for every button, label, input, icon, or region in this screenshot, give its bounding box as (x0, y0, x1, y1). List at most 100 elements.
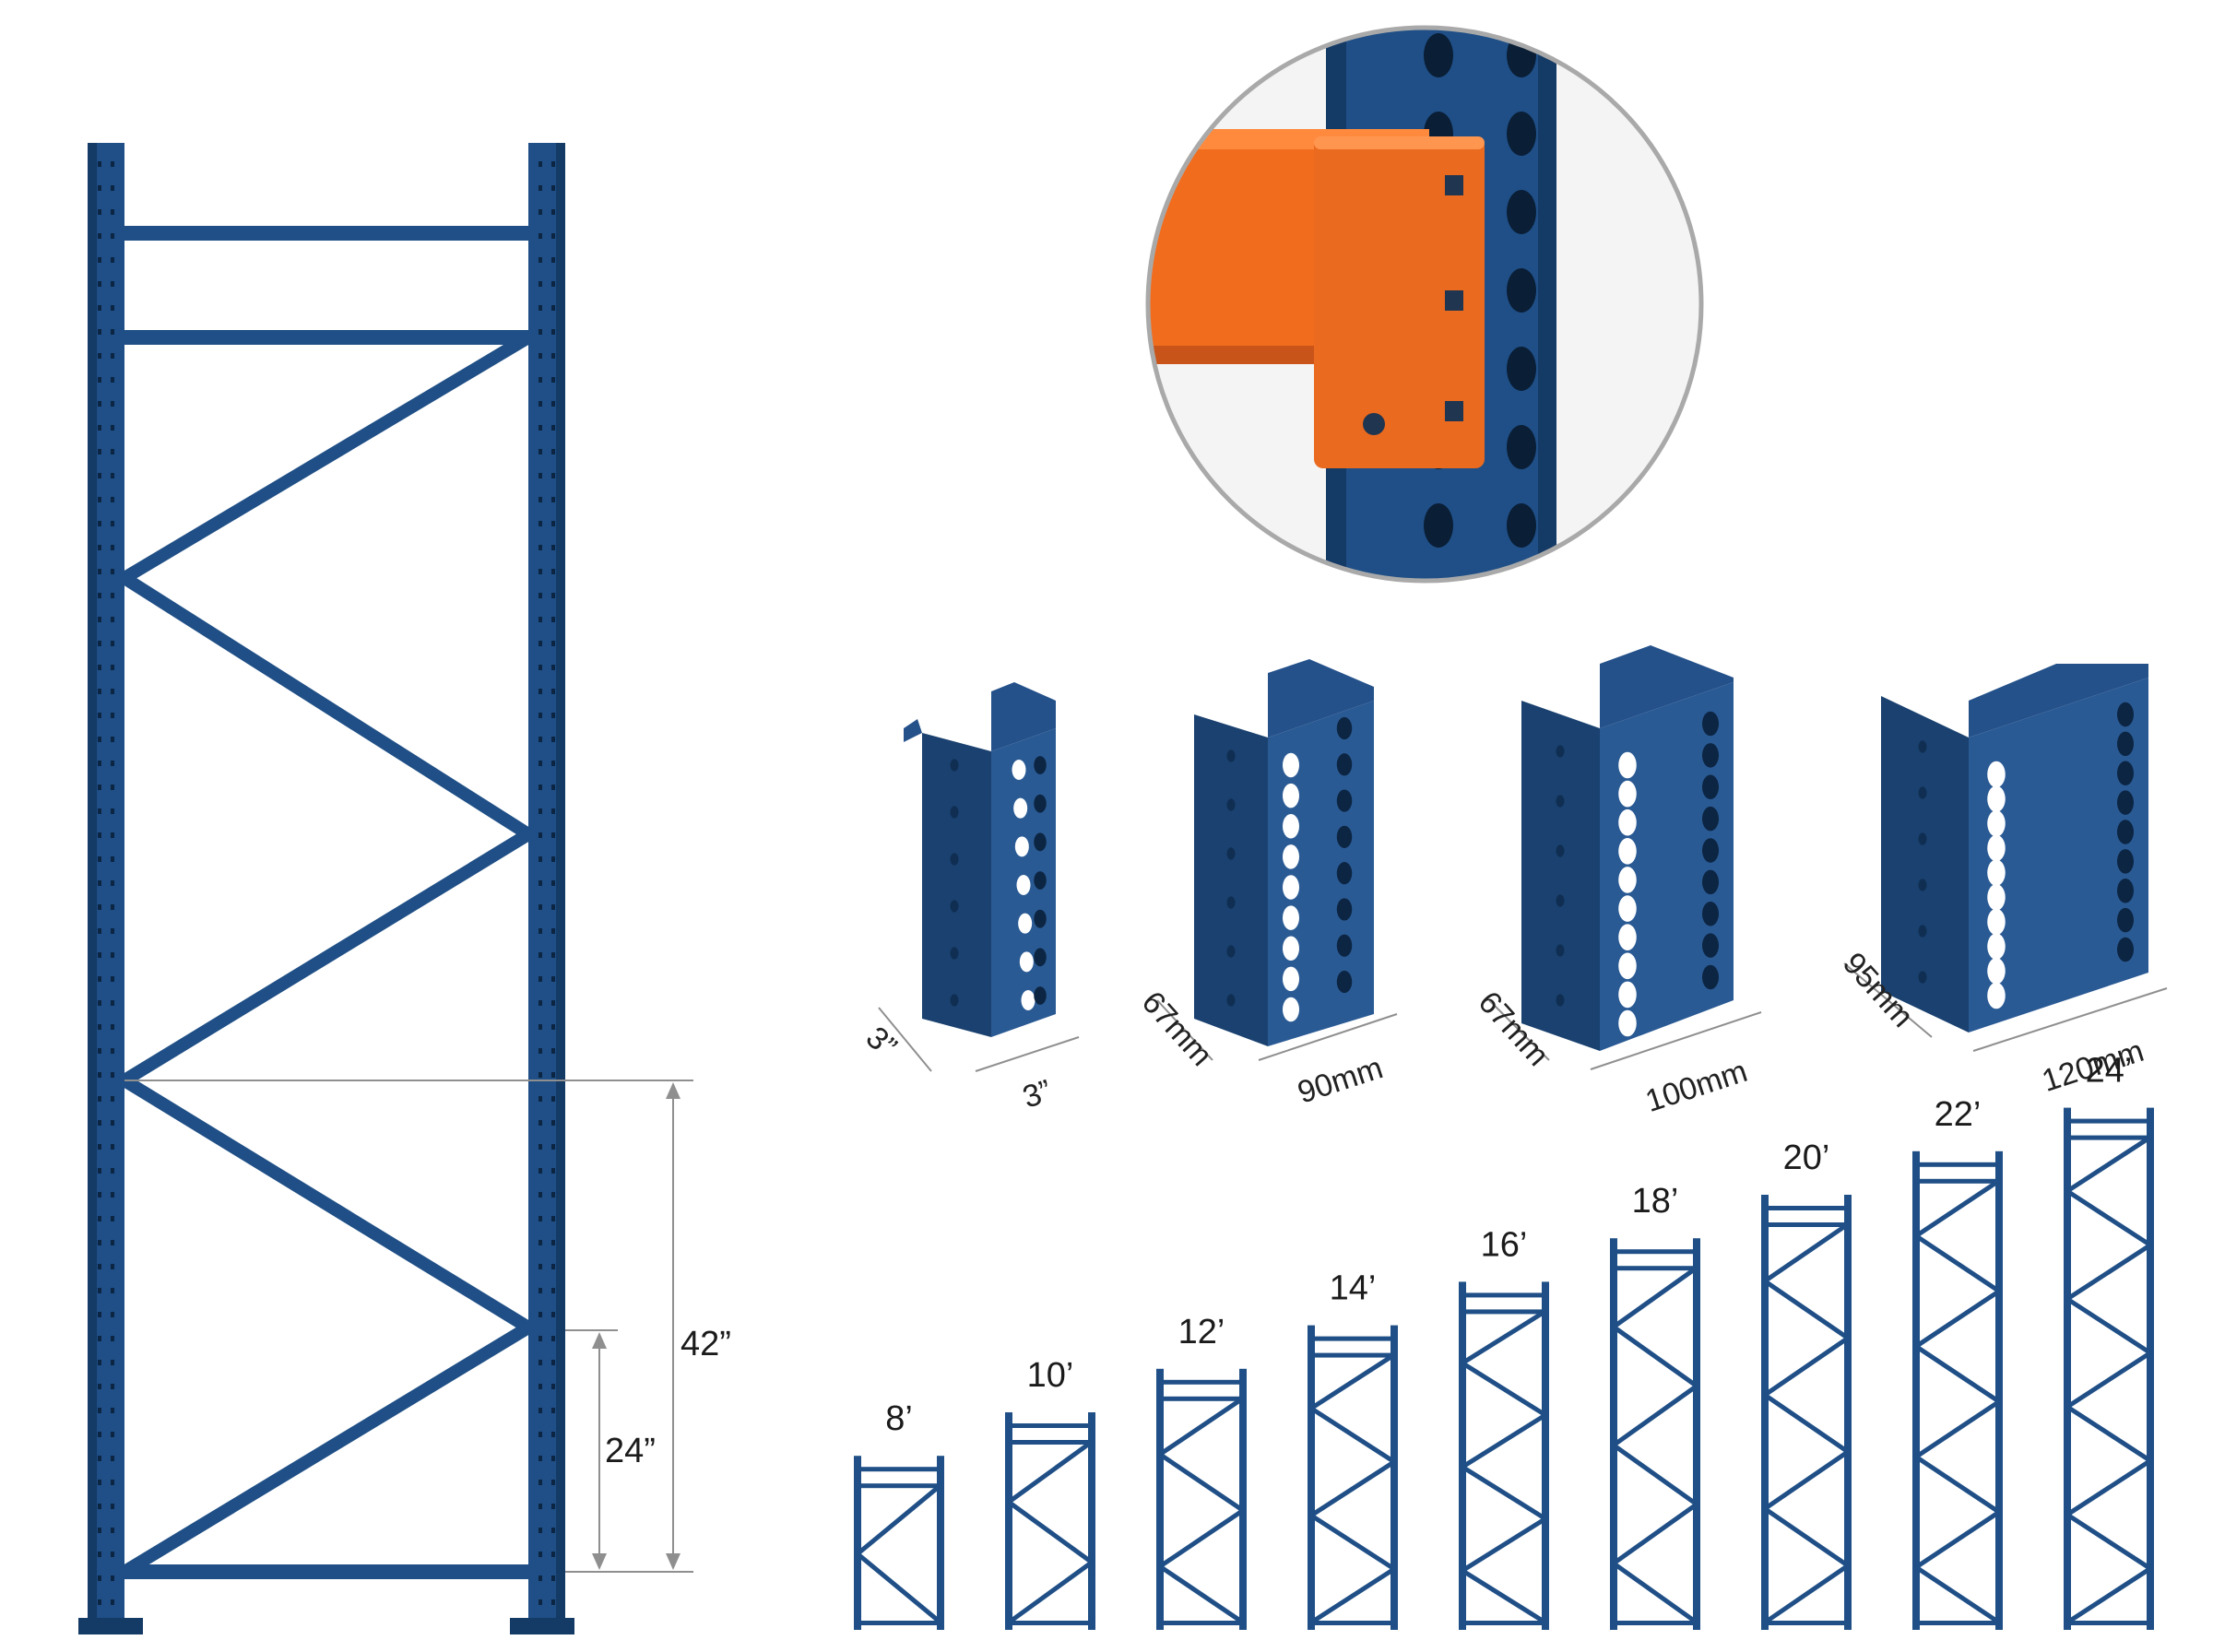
frame-brace (1160, 1396, 1243, 1401)
punch-hole (98, 1575, 101, 1581)
frame-upright (2064, 1107, 2071, 1630)
frame-diagonal (2065, 1404, 2152, 1463)
punch-hole (551, 1456, 555, 1461)
frame-diagonal (1461, 1309, 1547, 1365)
punch-hole (98, 545, 101, 550)
slot (1336, 789, 1353, 812)
punch-hole (98, 1096, 101, 1102)
punch-hole (111, 904, 114, 910)
height-frame-24: 24’ (2064, 1052, 2154, 1630)
slot (1336, 716, 1353, 740)
frame-brace (1311, 1352, 1394, 1358)
dimension-label-24: 24” (605, 1432, 656, 1470)
frame-upright (1693, 1238, 1700, 1630)
frame-diagonal (1914, 1510, 2001, 1570)
punch-hole (551, 425, 555, 431)
profile-side-slots (1336, 716, 1353, 994)
slot (1034, 948, 1047, 967)
frame-diagonal (1763, 1393, 1850, 1454)
punch-hole (538, 257, 542, 263)
punch-hole (98, 1264, 101, 1269)
punch-hole (111, 209, 114, 215)
frame-brace (1916, 1162, 1999, 1167)
punch-hole (98, 832, 101, 838)
punch-hole (98, 1599, 101, 1605)
frame-brace (1614, 1621, 1697, 1625)
slot (1618, 895, 1637, 922)
slot (1336, 898, 1353, 921)
upright-profile-2 (1194, 659, 1374, 1046)
punch-hole (98, 808, 101, 814)
dimension-arrow (592, 1332, 607, 1349)
punch-hole (538, 1120, 542, 1126)
right-upright-shade (556, 143, 565, 1627)
slot (2117, 937, 2134, 962)
frame-upright (1088, 1412, 1095, 1630)
punch-hole (111, 401, 114, 407)
height-frame-18: 18’ (1610, 1182, 1700, 1630)
frame-diagonal (1763, 1449, 1850, 1511)
slot (1702, 806, 1719, 832)
punch-hole (98, 785, 101, 790)
punch-hole (538, 377, 542, 383)
frame-upright (854, 1456, 861, 1630)
left-base-plate (78, 1618, 143, 1634)
punch-hole (538, 1000, 542, 1006)
frame-diagonal (1763, 1279, 1850, 1340)
frame-diagonal (1914, 1344, 2001, 1404)
punch-hole (538, 545, 542, 550)
slot (950, 759, 959, 772)
punch-hole (98, 928, 101, 934)
punch-hole (538, 832, 542, 838)
punch-hole (111, 425, 114, 431)
punch-hole (538, 928, 542, 934)
frame-diagonal (1461, 1361, 1547, 1418)
slot (1336, 934, 1353, 957)
punch-hole (111, 377, 114, 383)
punch-hole (98, 401, 101, 407)
punch-hole (98, 521, 101, 526)
frame-brace (2067, 1118, 2150, 1124)
slot (1702, 743, 1719, 768)
height-frame-22: 22’ (1912, 1095, 2003, 1630)
frame-brace (1462, 1309, 1545, 1315)
profile-front-face (1521, 701, 1600, 1051)
profile-front-holes (1918, 740, 1927, 984)
punch-hole (551, 1168, 555, 1174)
profile-lip (904, 719, 922, 742)
frame-upright (1542, 1281, 1549, 1630)
punch-hole (538, 1552, 542, 1557)
slot (1021, 990, 1035, 1010)
punch-hole (538, 1072, 542, 1078)
profile-slots (1987, 761, 2006, 1009)
keyhole-slot (1507, 268, 1536, 313)
punch-hole (551, 761, 555, 766)
slot (1702, 964, 1719, 990)
punch-hole (538, 305, 542, 311)
frame-diagonal (1461, 1516, 1547, 1573)
punch-hole (551, 1384, 555, 1389)
punch-hole (98, 281, 101, 287)
punch-hole (98, 1000, 101, 1006)
slot (1336, 862, 1353, 885)
punch-hole (98, 449, 101, 454)
punch-hole (551, 1575, 555, 1581)
punch-hole (538, 233, 542, 239)
punch-hole (111, 1216, 114, 1221)
height-label: 14’ (1330, 1269, 1377, 1308)
height-frame-16: 16’ (1459, 1225, 1549, 1630)
punch-hole (551, 1264, 555, 1269)
punch-hole (538, 1408, 542, 1413)
frame-diagonal (1309, 1459, 1396, 1517)
punch-hole (111, 1312, 114, 1317)
punch-hole (538, 904, 542, 910)
slot (950, 900, 959, 913)
slot (1987, 958, 2006, 985)
punch-hole (111, 257, 114, 263)
punch-hole (98, 425, 101, 431)
slot (2117, 761, 2134, 785)
frame-diagonal (1763, 1336, 1850, 1398)
punch-hole (551, 689, 555, 694)
diagonal-brace (118, 572, 535, 841)
punch-hole (98, 1072, 101, 1078)
